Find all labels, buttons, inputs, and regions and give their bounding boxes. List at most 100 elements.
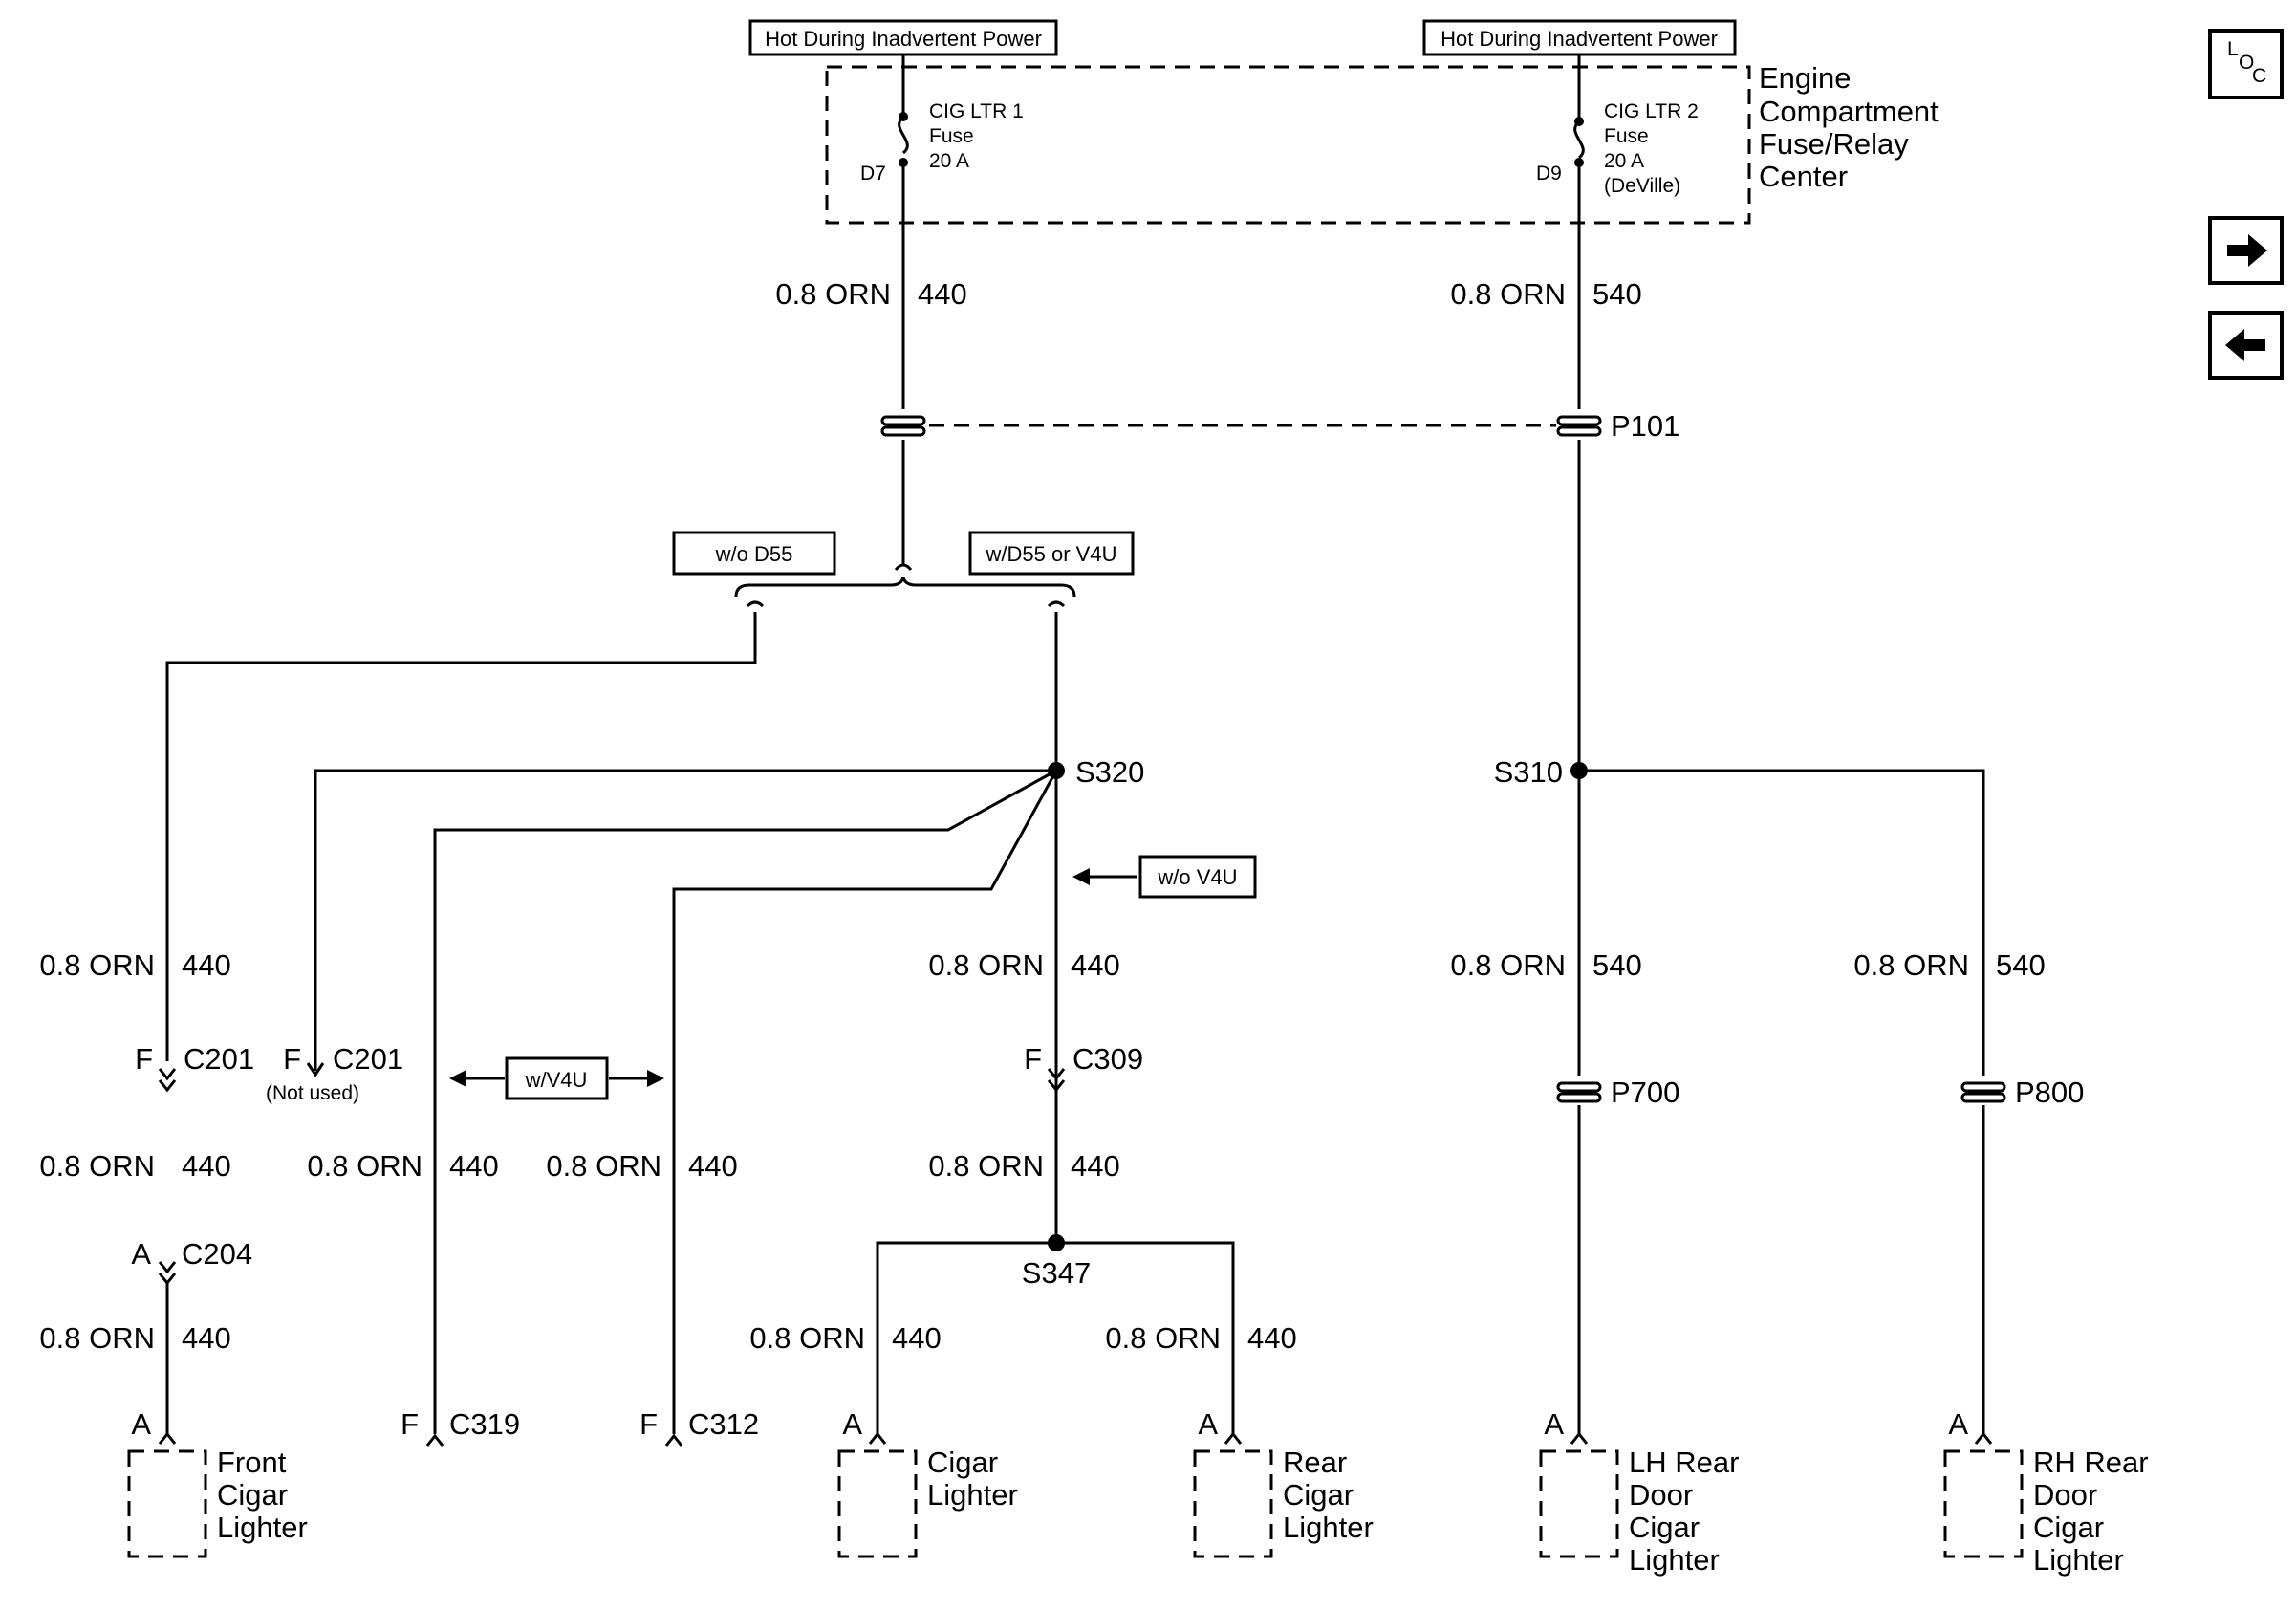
c319-label: C319 xyxy=(449,1407,520,1441)
c201-label: C201 xyxy=(184,1042,254,1076)
fuse-block-name-1: Engine xyxy=(1759,61,1852,95)
fuse-block-outline xyxy=(825,65,1751,225)
wire-break-mark xyxy=(894,563,913,571)
wire-label-circuit: 540 xyxy=(1592,948,1642,982)
wire-label-gauge: 0.8 ORN xyxy=(1450,277,1566,311)
rear-label-1: Rear xyxy=(1283,1446,1347,1479)
component-front-cigar-lighter: A Front Cigar Lighter xyxy=(127,1407,308,1558)
option-brace xyxy=(734,577,1076,598)
fuse1-type: Fuse xyxy=(929,125,974,147)
arrow-left-icon xyxy=(2225,329,2265,361)
right-hot-label: Hot During Inadvertent Power xyxy=(1422,19,1737,56)
connector-c309: F C309 xyxy=(1024,1042,1143,1093)
wo-v4u-text: w/o V4U xyxy=(1157,865,1237,889)
rh-label-4: Lighter xyxy=(2033,1543,2124,1577)
cigar-label-2: Lighter xyxy=(927,1478,1018,1512)
connector-c319: F C319 xyxy=(401,1407,520,1447)
wire-label-circuit: 440 xyxy=(1071,948,1120,982)
fuse-cig-ltr-2: CIG LTR 2 Fuse 20 A (DeVille) D9 xyxy=(1536,54,1699,409)
cigar-label-1: Cigar xyxy=(927,1446,998,1479)
option-label-w-d55-v4u: w/D55 or V4U xyxy=(968,531,1135,576)
c201-unused-label: C201 xyxy=(333,1042,403,1076)
terminal-pin: A xyxy=(1544,1407,1564,1441)
fuse2-rating: 20 A xyxy=(1604,150,1644,172)
wire-label-gauge: 0.8 ORN xyxy=(546,1149,661,1183)
wire-label-gauge: 0.8 ORN xyxy=(1105,1321,1221,1355)
wire-label-gauge: 0.8 ORN xyxy=(1450,948,1566,982)
previous-page-button[interactable] xyxy=(2208,311,2284,380)
rh-label-1: RH Rear xyxy=(2033,1446,2149,1479)
connector-c312: F C312 xyxy=(639,1407,759,1447)
wire-label-circuit: 440 xyxy=(892,1321,942,1355)
rh-label-2: Door xyxy=(2033,1478,2097,1512)
rh-label-3: Cigar xyxy=(2033,1511,2104,1544)
s320-label: S320 xyxy=(1075,755,1144,789)
fuse2-model: (DeVille) xyxy=(1604,175,1680,197)
connector-c201-not-used: F C201 (Not used) xyxy=(266,1042,403,1104)
c319-pin: F xyxy=(401,1407,419,1441)
c204-label: C204 xyxy=(182,1237,252,1271)
wire-label-gauge: 0.8 ORN xyxy=(928,1149,1044,1183)
connector-p101: P101 xyxy=(880,409,1679,443)
lh-label-1: LH Rear xyxy=(1629,1446,1739,1479)
w-d55-v4u-text: w/D55 or V4U xyxy=(986,542,1117,566)
connector-p700: P700 xyxy=(1556,1076,1679,1109)
loc-letter-c: C xyxy=(2252,65,2266,87)
left-hot-label: Hot During Inadvertent Power xyxy=(748,19,1058,56)
wire-label-gauge: 0.8 ORN xyxy=(928,948,1044,982)
s347-label: S347 xyxy=(1022,1256,1091,1290)
wire-label-gauge: 0.8 ORN xyxy=(1853,948,1969,982)
component-rear-cigar-lighter: A Rear Cigar Lighter xyxy=(1193,1407,1374,1558)
wire-label-circuit: 540 xyxy=(1592,277,1642,311)
front-label-1: Front xyxy=(217,1446,287,1479)
lh-label-2: Door xyxy=(1629,1478,1693,1512)
option-label-wo-v4u: w/o V4U xyxy=(1072,855,1257,899)
rear-label-2: Cigar xyxy=(1283,1478,1354,1512)
fuse1-name: CIG LTR 1 xyxy=(929,100,1024,122)
front-label-2: Cigar xyxy=(217,1478,288,1512)
loc-button[interactable]: L O C xyxy=(2208,29,2284,99)
loc-letter-o: O xyxy=(2239,52,2254,74)
next-page-button[interactable] xyxy=(2208,216,2284,285)
terminal-pin: A xyxy=(131,1407,151,1441)
connector-c204: A C204 xyxy=(131,1237,252,1286)
fuse1-pin: D7 xyxy=(860,163,886,185)
p700-label: P700 xyxy=(1611,1076,1679,1109)
fuse2-type: Fuse xyxy=(1604,125,1649,147)
fuse1-rating: 20 A xyxy=(929,150,969,172)
wire-label-circuit: 440 xyxy=(1071,1149,1120,1183)
wire-label-circuit: 440 xyxy=(449,1149,499,1183)
wire-break-mark xyxy=(1047,600,1066,608)
wire-label-circuit: 440 xyxy=(182,948,231,982)
c312-label: C312 xyxy=(688,1407,759,1441)
c201-unused-pin: F xyxy=(283,1042,301,1076)
connector-p800: P800 xyxy=(1960,1076,2084,1109)
connector-c201: F C201 xyxy=(135,1042,254,1093)
right-hot-text: Hot During Inadvertent Power xyxy=(1440,27,1718,51)
fuse-cig-ltr-1: CIG LTR 1 Fuse 20 A D7 xyxy=(860,54,1024,409)
wire-break-mark xyxy=(746,600,765,608)
c309-pin: F xyxy=(1024,1042,1042,1076)
wire-label-gauge: 0.8 ORN xyxy=(749,1321,865,1355)
wire-label-gauge: 0.8 ORN xyxy=(775,277,891,311)
wire-label-circuit: 440 xyxy=(182,1149,231,1183)
c309-label: C309 xyxy=(1072,1042,1143,1076)
wire-label-circuit: 440 xyxy=(182,1321,231,1355)
w-v4u-text: w/V4U xyxy=(525,1068,588,1092)
wo-d55-text: w/o D55 xyxy=(715,542,793,566)
loc-letter-l: L xyxy=(2227,38,2239,60)
component-rh-rear-door-cigar-lighter: A RH Rear Door Cigar Lighter xyxy=(1943,1407,2149,1577)
option-label-w-v4u: w/V4U xyxy=(449,1056,664,1100)
wire-label-gauge: 0.8 ORN xyxy=(39,1321,155,1355)
p800-label: P800 xyxy=(2015,1076,2084,1109)
wire-label-circuit: 440 xyxy=(1247,1321,1297,1355)
wire-label-circuit: 440 xyxy=(688,1149,738,1183)
wire-label-gauge: 0.8 ORN xyxy=(39,948,155,982)
c204-pin: A xyxy=(131,1237,151,1271)
fuse-block-name-4: Center xyxy=(1759,160,1848,193)
lh-label-4: Lighter xyxy=(1629,1543,1720,1577)
c201-unused-note: (Not used) xyxy=(266,1082,359,1104)
c312-pin: F xyxy=(639,1407,658,1441)
lh-label-3: Cigar xyxy=(1629,1511,1700,1544)
